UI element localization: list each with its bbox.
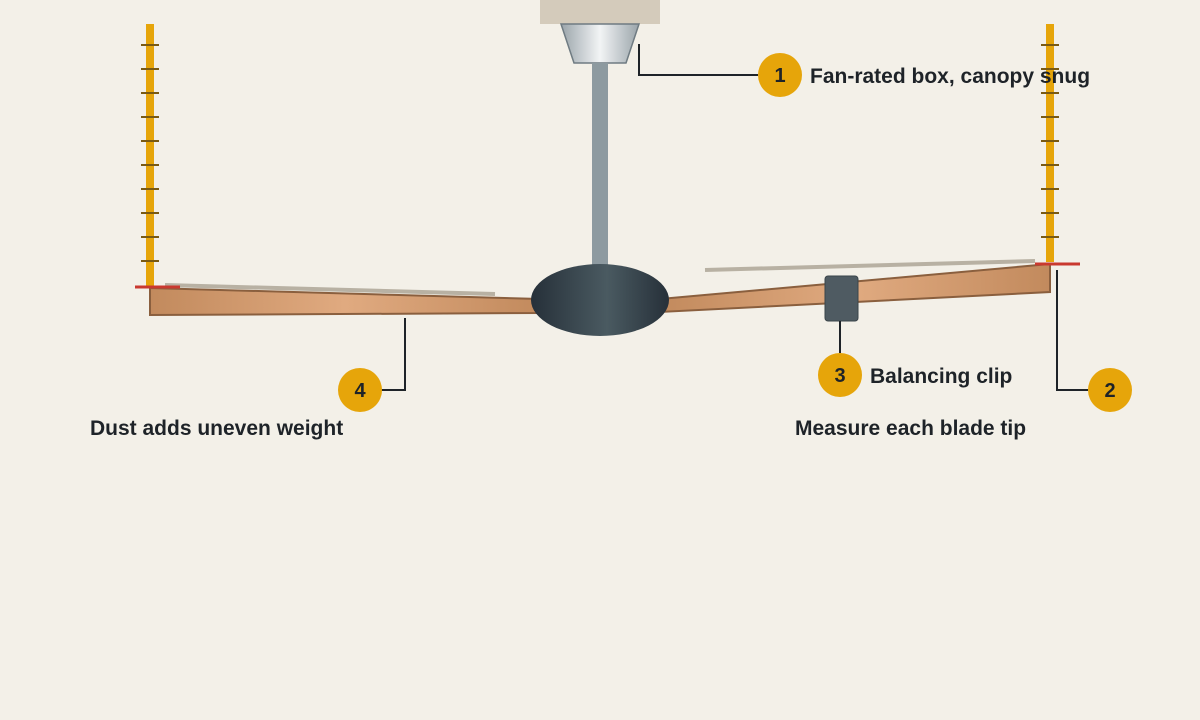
canopy xyxy=(559,23,641,64)
callout-4-leader xyxy=(381,318,406,391)
callout-4-number: 4 xyxy=(354,380,366,402)
callout-3-badge xyxy=(818,353,862,397)
callout-1-leader xyxy=(638,44,758,76)
downrod xyxy=(592,63,608,270)
callout-2-badge xyxy=(1088,368,1132,412)
callout-4-label: Dust adds uneven weight xyxy=(90,417,343,440)
ceiling-mount xyxy=(540,0,660,24)
callout-1-number: 1 xyxy=(774,65,785,87)
motor-housing xyxy=(531,264,669,336)
callout-2-label: Measure each blade tip xyxy=(795,417,1026,440)
callout-2-leader xyxy=(1056,270,1088,391)
callout-3-label: Balancing clip xyxy=(870,365,1012,388)
balancing-clip-icon xyxy=(824,275,859,322)
left-reference-line xyxy=(164,283,496,296)
callout-4-badge xyxy=(338,368,382,412)
callout-1-label: Fan-rated box, canopy snug xyxy=(810,65,1090,88)
right-ruler-icon xyxy=(1041,24,1059,262)
left-ruler-icon xyxy=(141,24,159,286)
callout-3-number: 3 xyxy=(834,365,845,387)
callout-2-number: 2 xyxy=(1104,380,1115,402)
right-reference-line xyxy=(704,259,1036,272)
callout-1-badge xyxy=(758,53,802,97)
